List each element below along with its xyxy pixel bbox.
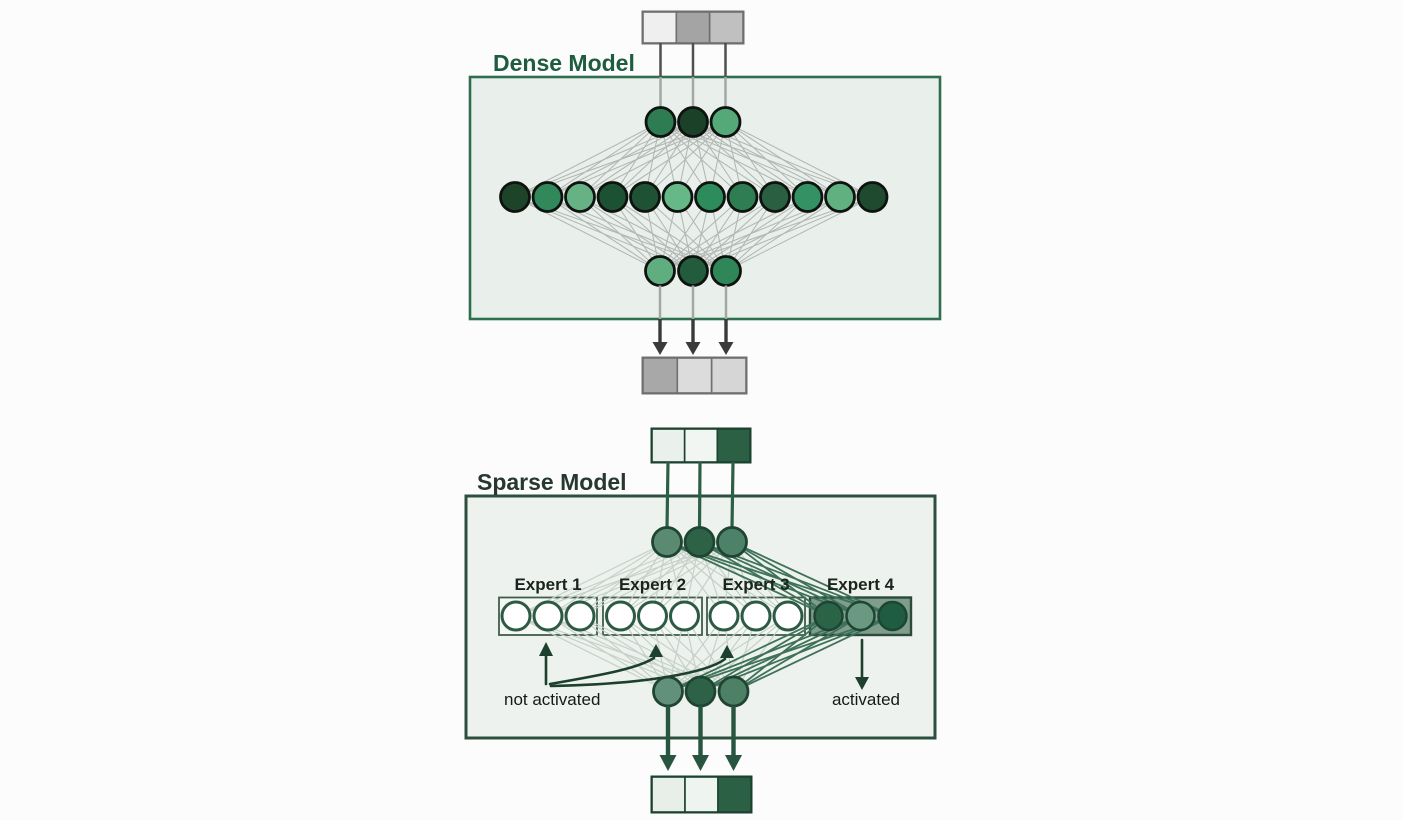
- sparse-edge-inactive: [579, 541, 668, 617]
- sparse-input-token-strip-cell: [651, 428, 686, 463]
- dense-hidden-node: [499, 181, 531, 213]
- dense-edge: [725, 121, 808, 198]
- dense-top-node: [677, 106, 709, 138]
- expert-neuron: [669, 600, 700, 632]
- activated-label: activated: [832, 690, 900, 709]
- dense-bottom-node: [677, 255, 709, 287]
- dense-hidden-node: [726, 181, 759, 213]
- sparse-bottom-node: [684, 675, 717, 708]
- dense-top-node: [644, 106, 677, 138]
- expert-neuron: [564, 600, 596, 632]
- expert-label: Expert 3: [722, 575, 789, 594]
- sparse-output-token-strip-cell: [651, 776, 686, 813]
- not-activated-curve-expert2: [548, 656, 656, 686]
- expert-label: Expert 4: [827, 575, 895, 594]
- dense-hidden-node: [791, 181, 824, 213]
- dense-edge: [659, 196, 743, 272]
- sparse-input-token-strip-cell: [683, 428, 719, 463]
- sparse-edge-inactive: [547, 541, 668, 617]
- dense-hidden-node: [661, 181, 694, 213]
- sparse-input-token-strip-cell: [716, 428, 751, 463]
- dense-hidden-node: [564, 181, 596, 213]
- sparse-output-token-strip-cell: [717, 776, 752, 813]
- dense-hidden-node: [531, 181, 564, 213]
- expert-neuron-activated: [877, 600, 908, 632]
- dense-edge: [659, 196, 776, 272]
- dense-title: Dense Model: [493, 50, 635, 76]
- dense-bottom-node: [644, 255, 676, 287]
- dense-edge: [547, 196, 661, 272]
- dense-edge: [612, 121, 726, 198]
- sparse-edge-inactive: [667, 615, 757, 692]
- activated-arrowhead: [855, 677, 869, 690]
- dense-output-token-strip-cell: [710, 357, 747, 394]
- not-activated-curve-expert3: [549, 657, 727, 688]
- expert-neuron-activated: [813, 600, 844, 632]
- sparse-top-node: [651, 526, 683, 558]
- sparse-input-wire: [730, 461, 735, 530]
- expert-label: Expert 2: [619, 575, 686, 594]
- dense-hidden-node: [694, 181, 726, 213]
- expert-neuron: [532, 600, 564, 632]
- sparse-bottom-node: [717, 675, 750, 708]
- not-activated-arrowhead: [539, 642, 553, 656]
- sparse-edge-inactive: [666, 541, 789, 617]
- sparse-input-wire: [697, 461, 702, 530]
- sparse-edge-inactive: [700, 615, 789, 692]
- expert-neuron: [605, 600, 636, 632]
- sparse-edge-inactive: [699, 541, 789, 617]
- expert-neuron-activated: [845, 600, 876, 632]
- dense-edge: [644, 121, 726, 198]
- dense-edge: [579, 196, 661, 272]
- dense-input-token-strip-cell: [642, 11, 678, 44]
- sparse-edge-inactive: [579, 615, 701, 693]
- sparse-top-node: [716, 526, 748, 558]
- dense-hidden-node: [759, 181, 791, 213]
- dense-output-arrowhead: [718, 342, 734, 355]
- expert-neuron: [708, 600, 740, 632]
- dense-top-node: [709, 106, 742, 138]
- dense-bottom-node: [710, 255, 742, 287]
- sparse-input-wire: [665, 461, 670, 530]
- expert-neuron: [637, 600, 668, 632]
- sparse-output-arrowhead: [659, 755, 677, 771]
- expert-neuron: [740, 600, 772, 632]
- sparse-title: Sparse Model: [477, 469, 627, 495]
- expert-label: Expert 1: [514, 575, 581, 594]
- dense-hidden-node: [629, 181, 661, 213]
- expert-neuron: [772, 600, 804, 632]
- not-activated-arrowhead: [649, 644, 663, 657]
- dense-hidden-node: [856, 181, 889, 213]
- dense-input-token-strip-cell: [675, 11, 711, 44]
- sparse-edge-inactive: [579, 541, 700, 617]
- sparse-output-arrowhead: [692, 755, 709, 771]
- not-activated-label: not activated: [504, 690, 600, 709]
- dense-edge: [725, 121, 841, 198]
- sparse-top-node: [683, 526, 716, 558]
- sparse-output-arrowhead: [725, 755, 742, 771]
- expert-neuron: [500, 600, 532, 632]
- dense-hidden-node: [824, 181, 856, 213]
- dense-output-token-strip-cell: [676, 357, 713, 394]
- sparse-output-token-strip-cell: [684, 776, 719, 813]
- sparse-bottom-node: [652, 675, 684, 708]
- sparse-edge-inactive: [666, 541, 757, 617]
- dense-hidden-node: [596, 181, 629, 213]
- dense-output-arrowhead: [685, 342, 701, 355]
- dense-output-token-strip-cell: [642, 357, 679, 394]
- dense-output-arrowhead: [652, 342, 668, 355]
- dense-input-token-strip-cell: [708, 11, 744, 44]
- not-activated-arrowhead: [720, 645, 734, 658]
